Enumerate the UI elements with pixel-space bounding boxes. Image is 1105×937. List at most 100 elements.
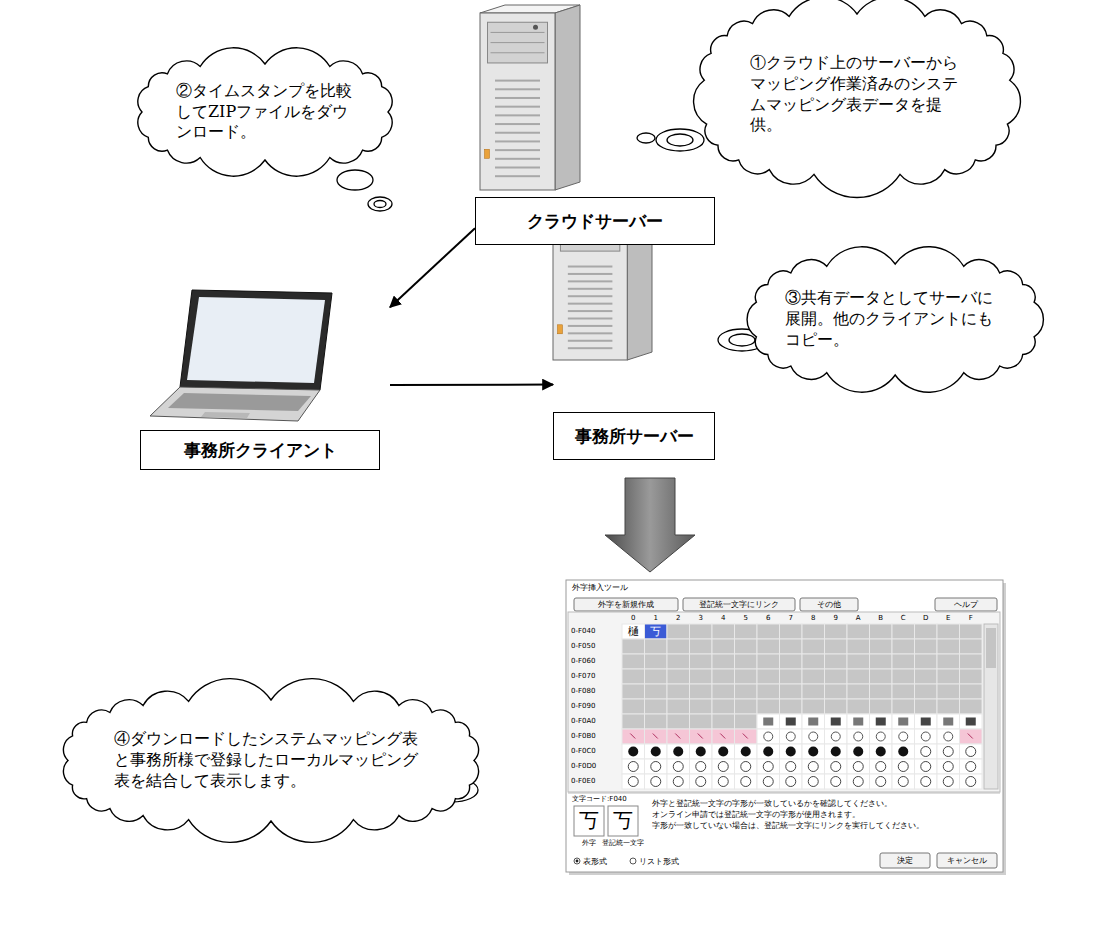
server-tower [533, 25, 538, 30]
tool-window [786, 747, 796, 757]
window-text: 0-F070 [571, 673, 595, 680]
tool-window [645, 669, 668, 684]
tool-window [712, 744, 735, 759]
window-text: 7 [780, 615, 803, 622]
tool-window [568, 612, 1000, 792]
server-tower [495, 149, 540, 151]
tool-window [780, 714, 803, 729]
laptop-illustration [187, 297, 325, 383]
tool-window [853, 777, 863, 787]
tool-window [718, 777, 728, 787]
tool-window [915, 624, 938, 639]
tool-window [757, 744, 780, 759]
window-text: 0-F080 [571, 688, 595, 695]
tool-window [622, 744, 645, 759]
window-text: 字形が一致していない場合は、登記統一文字にリンクを実行してください。 [652, 822, 924, 830]
tool-window [915, 714, 938, 729]
tool-window [898, 777, 908, 787]
speech-cloud: ③共有データとしてサーバに展開。他のクライアントにもコピー。 [743, 252, 1047, 387]
tool-window [622, 624, 982, 789]
window-text: 0-F0A0 [571, 718, 596, 725]
tool-window [937, 714, 960, 729]
tool-window [937, 684, 960, 699]
tool-window [825, 744, 848, 759]
tool-window [960, 669, 983, 684]
server-tower [495, 167, 540, 169]
window-text: B [870, 615, 893, 622]
window-text: A [847, 615, 870, 622]
tool-window [915, 669, 938, 684]
tool-window [892, 759, 915, 774]
tool-window [673, 747, 683, 757]
tool-window [712, 714, 735, 729]
cloud-text-block: ②タイムスタンプを比較してZIPファイルをダウンロード。 [176, 81, 354, 143]
window-text: 0 [622, 615, 645, 622]
tool-window [808, 777, 818, 787]
tool-window [853, 762, 863, 772]
tool-window [673, 777, 683, 787]
tool-window [667, 699, 690, 714]
device-group: クラウドサーバー [475, 5, 715, 245]
tool-window [743, 734, 748, 739]
tool-window [757, 759, 780, 774]
tool-window [960, 654, 983, 669]
tool-window [870, 684, 893, 699]
server-tower [568, 266, 613, 268]
flow-arrow [390, 384, 553, 386]
window-text: 樋 [622, 626, 645, 637]
tool-window [915, 729, 938, 744]
cloud-tail [667, 134, 693, 146]
tool-window [937, 624, 960, 639]
tool-window [921, 732, 930, 741]
tool-window [628, 747, 638, 757]
cloud-tail [368, 197, 392, 211]
window-text: 外字を新規作成 [574, 601, 678, 609]
window-text: 2 [667, 615, 690, 622]
laptop-illustration [201, 412, 250, 418]
tool-window [574, 598, 678, 611]
tool-window [876, 718, 886, 726]
window-text: 4 [712, 615, 735, 622]
tool-window [870, 774, 893, 789]
window-text: 6 [757, 615, 780, 622]
tool-window [757, 714, 780, 729]
tool-window [870, 744, 893, 759]
tool-window [915, 759, 938, 774]
tool-window [968, 734, 973, 739]
server-tower [568, 347, 613, 349]
tool-window [937, 853, 997, 868]
laptop-illustration [180, 290, 332, 390]
tool-window [960, 684, 983, 699]
tool-window [966, 718, 976, 726]
tool-window [622, 624, 645, 639]
tool-window [808, 718, 818, 726]
tool-window [802, 759, 825, 774]
server-tower [480, 13, 555, 190]
window-text: 外字と登記統一文字の字形が一致しているかを確認してください。 [652, 800, 892, 808]
window-text: キャンセル [937, 857, 997, 865]
tool-window [735, 669, 758, 684]
window-text: 5 [735, 615, 758, 622]
tool-window [735, 624, 758, 639]
tool-window [675, 734, 680, 739]
tool-window [574, 806, 604, 836]
tool-window [690, 684, 713, 699]
window-text: 登記統一文字 [600, 840, 646, 847]
device-name: クラウドサーバー [527, 210, 663, 233]
server-tower [568, 303, 613, 305]
tool-window [667, 774, 690, 789]
tool-window [892, 684, 915, 699]
cloud-tail [637, 133, 655, 143]
tool-window [667, 744, 690, 759]
tool-window [667, 654, 690, 669]
tool-window [898, 747, 908, 757]
server-tower [495, 158, 540, 160]
tool-window [984, 624, 998, 789]
tool-window [898, 718, 908, 726]
server-tower [480, 5, 652, 360]
window-text: 0-F0B0 [571, 733, 596, 740]
tool-window [825, 684, 848, 699]
tool-window [915, 639, 938, 654]
tool-window [960, 714, 983, 729]
